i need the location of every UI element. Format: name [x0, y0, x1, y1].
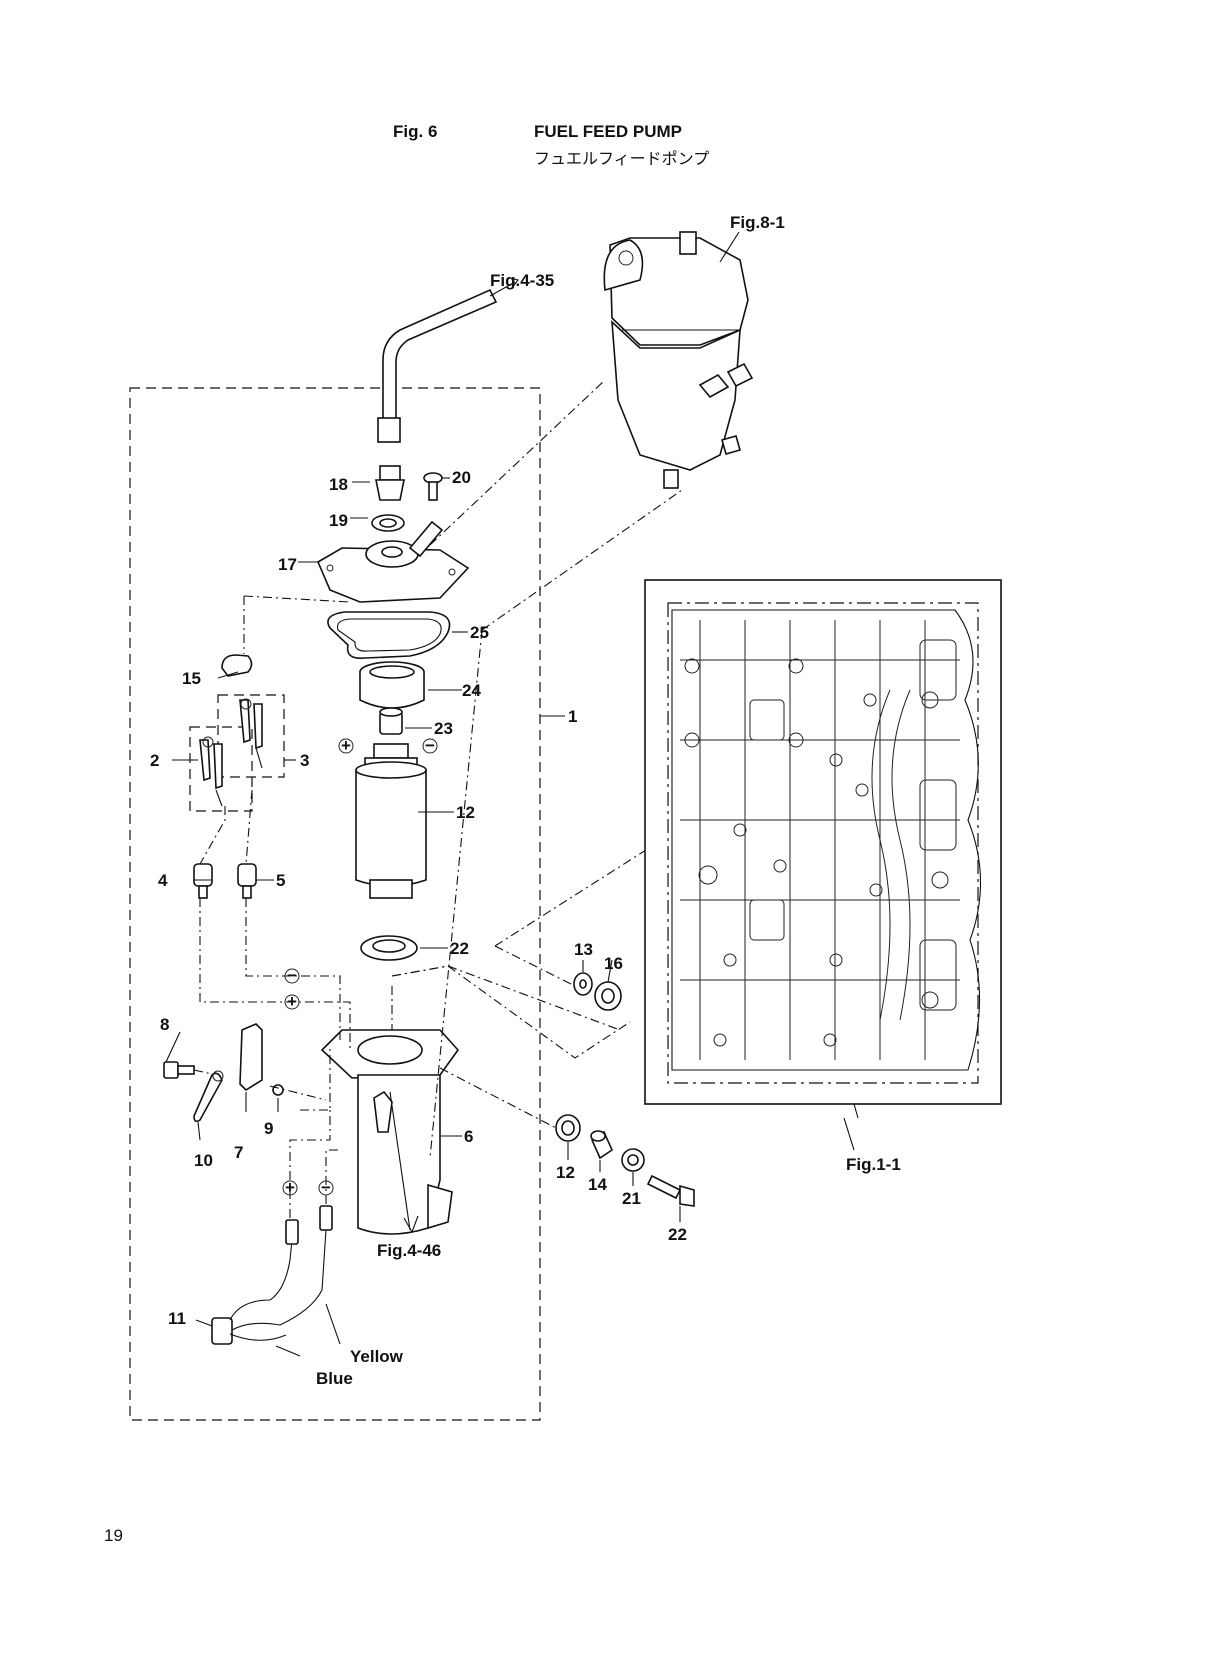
callout-24: 14 — [588, 1175, 607, 1194]
callout-12-right: 5 — [276, 871, 285, 890]
figure-title: FUEL FEED PUMP — [534, 122, 682, 141]
part-10-terminal-box — [189, 726, 253, 812]
polarity-plus-harness: + — [285, 1178, 295, 1197]
part-19-filter-sock-icon — [379, 707, 403, 735]
inset-inner-dash — [667, 602, 979, 1084]
fuel-hose-icon — [382, 288, 498, 421]
polarity-minus-harness: − — [321, 1178, 331, 1197]
part-16-bolt-icon — [163, 1061, 195, 1079]
callout-20: 20 — [452, 468, 471, 487]
callout-5: 18 — [329, 475, 348, 494]
part-11-terminal-icon — [239, 698, 263, 769]
callout-1: 1 — [568, 707, 577, 726]
part-22-washer-lower-icon — [621, 1148, 645, 1172]
callout-17: 9 — [264, 1119, 273, 1138]
ref-fig-4-46: Fig.4-46 — [377, 1241, 441, 1260]
part-11-terminal-box — [217, 694, 285, 778]
part-4-pump-cover-icon — [316, 520, 470, 603]
part-24-sleeve-icon — [590, 1130, 614, 1160]
leader-lines — [165, 231, 855, 1357]
assembly-boundary — [129, 387, 541, 1421]
callout-22-lower: 21 — [622, 1189, 641, 1208]
callout-15: 7 — [234, 1143, 243, 1162]
callout-16: 8 — [160, 1015, 169, 1034]
callout-numbers: 18 20 19 17 25 15 24 1 23 2 3 12 4 5 22 … — [150, 468, 687, 1328]
callout-4: 17 — [278, 555, 297, 574]
fuel-filter-housing-icon — [603, 231, 754, 489]
figure-number: Fig. 6 — [393, 122, 438, 141]
callout-7: 25 — [470, 623, 489, 642]
ref-fig-4-35: Fig.4-35 — [490, 271, 554, 290]
callout-11: 3 — [300, 751, 309, 770]
part-21-bolt-icon — [646, 1174, 695, 1207]
part-2-fuel-pump-motor-icon — [355, 743, 427, 899]
part-14-wire-harness-icon — [211, 1205, 333, 1345]
wire-color-yellow: Yellow — [350, 1347, 404, 1366]
callout-3: 6 — [464, 1127, 473, 1146]
part-7-gasket-icon — [327, 611, 451, 660]
polarity-markers: + − − + + − — [282, 736, 438, 1197]
callout-6: 19 — [329, 511, 348, 530]
part-22-washer-upper-icon — [573, 972, 593, 996]
part-3-pump-housing-icon — [320, 1029, 460, 1235]
part-20-bolt-icon — [423, 472, 443, 501]
callout-9: 22 — [450, 939, 469, 958]
inset-cylinder-block — [644, 579, 1002, 1119]
part-25-grommet-icon — [594, 981, 622, 1011]
part-9-grommet-icon — [360, 935, 418, 961]
part-5-union-icon — [375, 465, 405, 501]
callout-18: 10 — [194, 1151, 213, 1170]
ref-fig-8-1: Fig.8-1 — [730, 213, 785, 232]
callout-14: 11 — [168, 1309, 186, 1328]
polarity-minus-pump: − — [425, 736, 435, 755]
callout-22-upper: 13 — [574, 940, 593, 959]
callout-23: 12 — [556, 1163, 575, 1182]
callout-13: 15 — [182, 669, 201, 688]
callout-12-left: 4 — [158, 871, 168, 890]
part-12-terminal-sleeve-right-icon — [237, 863, 257, 899]
polarity-plus-pump: + — [341, 736, 351, 755]
polarity-plus-mid: + — [287, 992, 297, 1011]
part-15-bracket-icon — [239, 1023, 263, 1092]
callout-25: 16 — [604, 954, 623, 973]
part-13-connector-cap-icon — [221, 654, 253, 677]
callout-19: 23 — [434, 719, 453, 738]
callout-21: 22 — [668, 1225, 687, 1244]
part-10-terminal-icon — [199, 736, 223, 807]
ref-fig-1-1: Fig.1-1 — [846, 1155, 901, 1174]
wire-color-blue: Blue — [316, 1369, 353, 1388]
callout-10: 2 — [150, 751, 159, 770]
part-17-washer-icon — [272, 1084, 284, 1096]
inset-frame — [644, 579, 1002, 1105]
part-12-terminal-sleeve-left-icon — [193, 863, 213, 899]
part-8-retainer-ring-icon — [359, 661, 425, 709]
part-23-collar-icon — [555, 1114, 581, 1142]
polarity-minus-mid: − — [287, 966, 297, 985]
callout-8: 24 — [462, 681, 481, 700]
page-number: 19 — [104, 1526, 123, 1545]
figure-title-japanese: フュエルフィードポンプ — [534, 149, 710, 168]
part-18-ground-wire-icon — [193, 1072, 223, 1123]
assembly-dash-lines — [193, 379, 691, 1218]
callout-2: 12 — [456, 803, 475, 822]
